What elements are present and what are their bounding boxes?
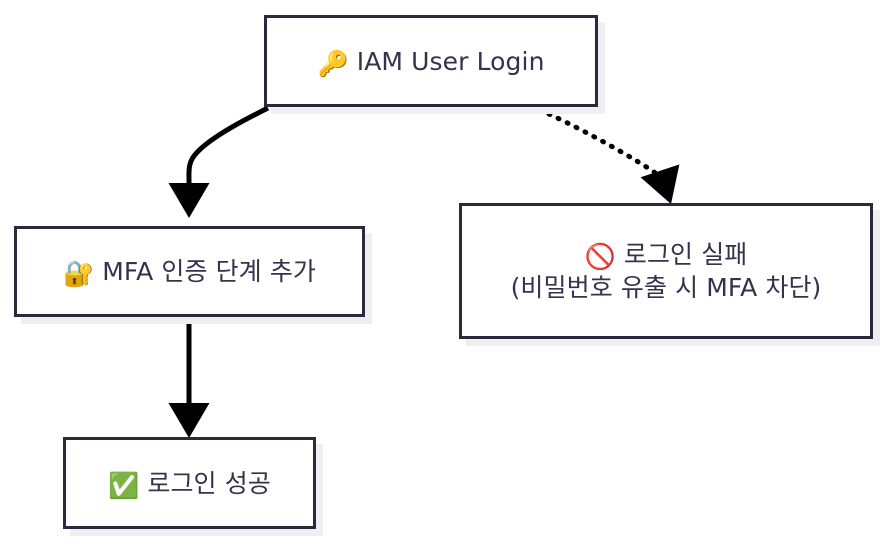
node-login-failure[interactable]: 🚫 로그인 실패 (비밀번호 유출 시 MFA 차단) <box>459 203 873 339</box>
edge-login-to-mfa <box>168 105 270 218</box>
node-mfa-step-label: 🔐 MFA 인증 단계 추가 <box>63 255 316 288</box>
node-login-success[interactable]: ✅ 로그인 성공 <box>63 437 316 529</box>
node-iam-user-login-label: 🔑 IAM User Login <box>317 45 544 78</box>
node-login-success-label: ✅ 로그인 성공 <box>108 467 271 500</box>
node-login-failure-label: 🚫 로그인 실패 (비밀번호 유출 시 MFA 차단) <box>511 238 822 304</box>
closed-lock-with-key-icon: 🔐 <box>62 259 95 288</box>
node-mfa-step[interactable]: 🔐 MFA 인증 단계 추가 <box>14 226 365 317</box>
prohibited-icon: 🚫 <box>584 242 616 271</box>
node-login-success-text: 로그인 성공 <box>147 468 271 498</box>
key-icon: 🔑 <box>317 48 349 78</box>
node-iam-user-login-text: IAM User Login <box>356 46 545 76</box>
node-mfa-step-text: MFA 인증 단계 추가 <box>102 257 317 286</box>
node-login-failure-line-2: (비밀번호 유출 시 MFA 차단) <box>510 273 822 302</box>
edge-login-to-failure <box>537 107 680 205</box>
node-login-failure-line-1: 로그인 실패 <box>623 240 748 269</box>
node-iam-user-login[interactable]: 🔑 IAM User Login <box>264 15 598 107</box>
check-mark-button-icon: ✅ <box>108 470 140 500</box>
